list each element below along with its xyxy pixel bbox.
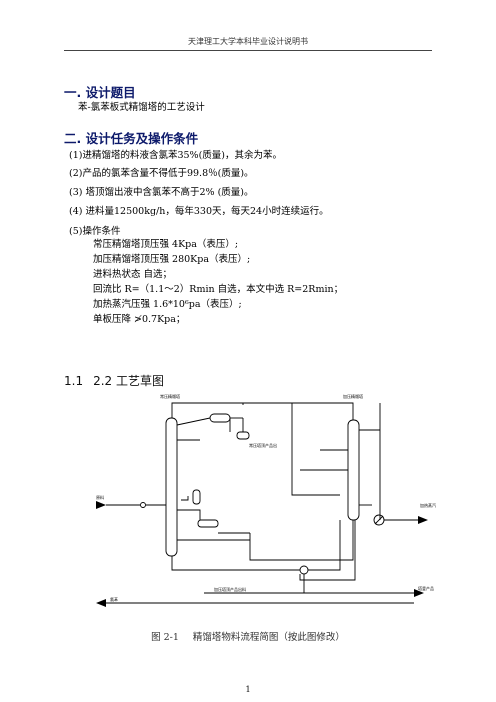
condition-item: 加热蒸汽压强 1.6*10⁶pa（表压）; <box>93 299 242 310</box>
feed-arrow <box>96 501 106 509</box>
label-feed: 原料 <box>96 494 104 500</box>
label-left-top: 常压精馏塔 <box>160 393 180 399</box>
page-number: 1 <box>245 685 251 694</box>
pressurized-column <box>347 419 360 521</box>
task-item: (4) 进料量12500kg/h，每年330天，每天24小时连续运行。 <box>69 206 329 217</box>
section-title-1: 一. 设计题目 <box>64 85 136 100</box>
page-header: 天津理工大学本科毕业设计说明书 <box>188 37 308 46</box>
label-bottom-left: 氯苯 <box>110 596 118 602</box>
section-body-1: 苯-氯苯板式精馏塔的工艺设计 <box>78 102 205 113</box>
label-mid: 常压塔顶产品出 <box>249 442 277 448</box>
task-item: (3) 塔顶馏出液中含氯苯不高于2% (质量)。 <box>69 187 254 198</box>
task-item: (2)产品的氯苯含量不得低于99.8％(质量)。 <box>69 168 254 179</box>
section-title-2: 二. 设计任务及操作条件 <box>64 131 199 146</box>
drum-left-bottom <box>197 519 219 528</box>
caption-number: 图 2-1 <box>151 632 179 643</box>
caption-text: 精馏塔物料流程简图（按此图修改） <box>192 632 345 643</box>
bottom-left-arrow <box>96 599 106 607</box>
reflux-drum-left <box>209 413 231 423</box>
task-item: (1)进精馏塔的料液含氯苯35%(质量)，其余为苯。 <box>69 150 282 161</box>
label-bottom-right: 塔釜产品 <box>418 585 434 591</box>
figure-caption: 图 2-1 精馏塔物料流程简图（按此图修改） <box>0 629 496 643</box>
header-rule <box>64 50 432 51</box>
bottom-right-arrow <box>414 589 424 597</box>
section-heading: 2.2 工艺草图 <box>93 374 164 388</box>
section-number: 1.1 <box>64 374 84 388</box>
condition-item: 加压精馏塔顶压强 280Kpa（表压）; <box>93 254 251 265</box>
label-steam: 加热蒸汽 <box>420 502 436 508</box>
label-bottom-mid: 加压塔顶产品出料 <box>214 586 246 592</box>
condenser-left <box>236 431 250 440</box>
feed-pump <box>140 502 146 508</box>
label-right-top: 加压精馏塔 <box>343 393 363 399</box>
condition-item: 常压精馏塔顶压强 4Kpa（表压）; <box>93 239 239 250</box>
task-item: (5)操作条件 <box>69 226 121 237</box>
reboiler-left <box>192 489 201 505</box>
condition-item: 回流比 R=（1.1～2）Rmin 自选，本文中选 R=2Rmin； <box>93 284 344 295</box>
condition-item: 进料热状态 自选； <box>93 269 173 280</box>
condition-item: 单板压降 ≯0.7Kpa； <box>93 314 186 325</box>
steam-arrow <box>418 516 428 524</box>
atmospheric-column <box>165 417 178 557</box>
section-title-3: 1.1 2.2 工艺草图 <box>64 372 174 389</box>
heat-exchanger <box>299 565 309 575</box>
